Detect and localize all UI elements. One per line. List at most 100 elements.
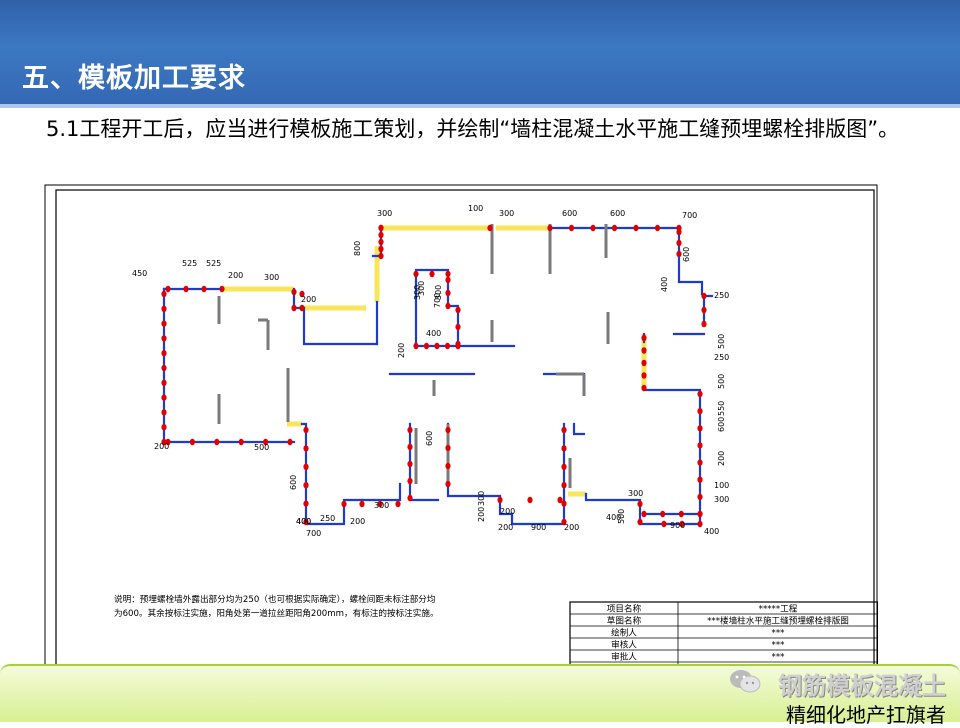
bolt-marker	[423, 342, 430, 350]
bolt-marker	[641, 347, 647, 354]
dimension-label: 300	[377, 209, 392, 218]
dimension-label: 900	[670, 521, 685, 530]
dimension-label: 400	[296, 517, 311, 526]
bolt-marker	[641, 384, 647, 392]
bolt-marker	[561, 426, 567, 434]
bolt-marker	[497, 496, 503, 504]
dimension-label: 300	[374, 501, 389, 510]
bolt-marker	[561, 445, 567, 452]
bolt-marker	[611, 224, 618, 232]
dimension-label: 200	[350, 517, 365, 526]
bolt-marker	[413, 270, 419, 278]
bolt-marker	[378, 245, 384, 253]
bolt-marker	[161, 438, 167, 446]
bolt-marker	[561, 518, 567, 526]
bolt-marker	[445, 444, 451, 452]
dimension-label: 500	[717, 374, 726, 389]
dimension-label: 300	[628, 489, 643, 498]
bolt-marker	[568, 224, 575, 232]
bolt-marker	[697, 476, 703, 483]
bolt-marker	[165, 438, 171, 446]
bolt-marker	[303, 518, 309, 526]
dimension-label: 450	[132, 269, 147, 278]
bolt-marker	[445, 302, 451, 310]
dimension-label: 200	[564, 523, 579, 532]
bolt-marker	[407, 494, 413, 502]
dimension-label: 600	[682, 247, 691, 262]
bolt-marker	[676, 228, 682, 236]
bolt-marker	[445, 462, 451, 470]
title-block-value: ***	[772, 641, 786, 651]
title-block-label: 草图名称	[607, 615, 642, 627]
bolt-marker	[445, 289, 451, 297]
bolt-marker	[697, 407, 703, 415]
bolt-marker	[697, 425, 703, 432]
bolt-marker	[263, 438, 269, 446]
slide-title: 五、模板加工要求	[22, 63, 246, 94]
bolt-marker	[378, 224, 384, 232]
dimension-label: 100	[468, 204, 483, 213]
bolt-marker	[654, 224, 661, 232]
dimension-label: 700	[306, 529, 321, 538]
bolt-marker	[697, 520, 703, 528]
dimension-label: 600	[610, 209, 625, 218]
bolt-marker	[455, 340, 461, 348]
dimension-label: 100	[714, 481, 729, 490]
title-block-value: *****工程	[759, 604, 798, 615]
dimension-label: 700	[433, 293, 442, 308]
dimension-label: 300	[499, 209, 514, 218]
bolt-marker	[633, 224, 639, 232]
bolt-marker	[697, 459, 703, 466]
title-block-label: 审核人	[611, 639, 637, 651]
bolt-marker	[637, 518, 643, 526]
bolt-marker	[641, 334, 647, 342]
bolt-marker	[161, 305, 167, 312]
dimension-label: 200	[228, 271, 243, 280]
bolt-marker	[445, 426, 451, 434]
bolt-marker	[641, 372, 647, 379]
bolt-marker	[561, 500, 567, 507]
bolt-marker	[697, 510, 703, 518]
footer: 钢筋模板混凝土 精细化地产扛旗者	[0, 664, 960, 727]
bolt-marker	[676, 239, 682, 247]
bolt-marker	[561, 482, 567, 489]
title-block-label: 绘制人	[611, 627, 637, 639]
bolt-marker	[701, 320, 707, 328]
dimension-label: 200	[154, 442, 169, 451]
bolt-marker	[407, 443, 413, 451]
bolt-marker	[377, 500, 383, 508]
bolt-marker	[161, 394, 167, 401]
bolt-marker	[455, 323, 461, 331]
bolt-marker	[378, 252, 384, 260]
dimension-label: 800	[353, 241, 362, 256]
bolt-marker	[413, 342, 419, 350]
bolt-marker	[238, 438, 244, 446]
bolt-marker	[214, 438, 220, 446]
brand-line-bottom: 精细化地产扛旗者	[786, 703, 946, 727]
bolt-marker	[434, 342, 440, 350]
bolt-marker	[303, 500, 309, 507]
bolt-marker	[641, 510, 647, 518]
bolt-marker	[395, 500, 401, 508]
dimension-label: 200	[397, 343, 406, 358]
partition-walls	[217, 224, 610, 488]
bolt-marker	[407, 460, 413, 468]
dimension-label: 250	[714, 291, 729, 300]
dimension-label: 550	[717, 401, 726, 416]
bolt-marker	[303, 445, 309, 452]
bolt-marker	[660, 510, 666, 518]
bolt-marker	[407, 477, 413, 485]
bolt-marker	[445, 270, 451, 278]
dimension-label: 200	[301, 295, 316, 304]
dimension-label: 400	[296, 517, 311, 526]
dimension-label: 600	[289, 475, 298, 490]
outer-frame	[44, 184, 878, 684]
bolt-marker	[445, 276, 451, 284]
dimension-label: 500	[254, 443, 269, 452]
bolt-marker	[189, 438, 195, 446]
title-divider	[0, 104, 960, 108]
bolt-marker	[557, 496, 563, 504]
bolt-marker	[697, 493, 703, 501]
bolt-marker	[701, 292, 707, 300]
title-block-value: ***	[772, 653, 786, 663]
